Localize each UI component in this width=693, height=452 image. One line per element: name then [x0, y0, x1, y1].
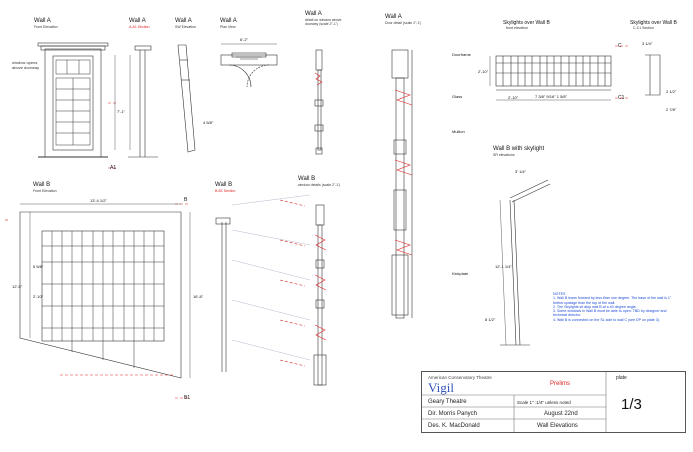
section-mark-b1: B1 [184, 395, 191, 401]
tb-plate-number: 1/3 [621, 396, 642, 413]
dim-wallb-height: 12'-5" [12, 284, 23, 289]
view-sub-wall-a-front: Front Elevation [34, 25, 58, 29]
view-title-wall-b-skylight: Wall B with skylight [493, 146, 545, 152]
tb-sheet-title: Wall Elevations [537, 423, 578, 429]
view-sub-wall-a-window: detail on window above doorway (scale 2"… [305, 18, 342, 26]
dim-sky-right2: 2 1/2" [666, 89, 677, 94]
tb-designer: Des. K. MacDonald [428, 423, 480, 429]
view-sub-wall-a-door: Door detail (scale 2"-1') [385, 21, 422, 25]
notes-title: NOTES [553, 292, 566, 296]
notes-line-2: 2. The Skylights sit atop wall B at a 40… [553, 304, 637, 309]
title-block: American Conservatory Theatre Vigil Prel… [421, 371, 686, 433]
dim-door-height: 7'-1" [117, 109, 125, 114]
dim-skyline: 2'-10" [478, 69, 489, 74]
view-sub-wall-b-b1: B-B1 Section [215, 189, 236, 193]
section-mark-c1: C1 [618, 95, 625, 101]
view-sub-skylights-c: C-C1 Section [633, 26, 654, 30]
tb-director: Dir. Morris Panych [428, 411, 478, 417]
dim-sky-right3: 2 7/8" [666, 107, 677, 112]
view-sub-wall-a-a1: A-A1 Section [129, 25, 150, 29]
callout-doorframe: Doorframe [452, 52, 471, 57]
view-title-wall-a-sw: Wall A [175, 18, 192, 24]
dim-b-sky-height: 12'-1 1/4" [495, 264, 512, 269]
view-title-wall-a-a1: Wall A [129, 18, 146, 24]
view-title-wall-b-window: Wall B [298, 176, 316, 182]
view-title-wall-a-door: Wall A [385, 14, 402, 20]
tb-status: Prelims [550, 381, 571, 387]
dim-wallb-width: 13'-4 1/2" [90, 198, 107, 203]
view-sub-wall-b-skylight: SR elevations [493, 153, 515, 157]
tb-scale: Scale 1" :1/4" unless noted [517, 400, 571, 405]
view-title-wall-a-window: Wall A [305, 11, 322, 17]
notes-block: NOTES 1. Wall B leans forward by less th… [553, 292, 678, 322]
dim-sky-right: 3 1/4" [642, 41, 653, 46]
view-title-wall-b-front: Wall B [33, 182, 51, 188]
view-sub-wall-a-sw: SW Elevation [175, 25, 197, 29]
tb-org: American Conservatory Theatre [428, 375, 492, 380]
notes-line-1: 1. Wall B leans forward by less than one… [553, 296, 672, 305]
view-sub-wall-b-front: Front Elevation [33, 189, 57, 193]
dim-b-sky-top: 3' 1/4" [515, 169, 527, 174]
dim-sw-angle: 4 5/8" [203, 120, 214, 125]
view-sub-wall-b-window: window details (scale 2"-1') [298, 183, 341, 187]
view-title-wall-b-b1: Wall B [215, 182, 233, 188]
dim-angle-b: 8 1/2" [485, 317, 496, 322]
callout-glass: Glass [452, 94, 463, 99]
view-sub-skylights-front: front elevation [506, 26, 528, 30]
notes-line-3: 3. Some windows in Wall B must be able t… [553, 309, 667, 318]
callout-window-opens: window opens above doorway [12, 60, 40, 70]
view-title-skylights-c: Skylights over Wall B [630, 20, 677, 26]
dim-wallb-mid: 2'-10" [33, 294, 44, 299]
section-mark-b: B [184, 197, 188, 203]
tb-date: August 22nd [544, 411, 578, 417]
view-title-wall-a-front: Wall A [34, 18, 51, 24]
section-mark-c: C [618, 43, 622, 49]
callout-mullion: Mullion [452, 129, 465, 134]
dim-wallb-height2: 16'-8" [193, 294, 204, 299]
dim-wallb-mid2: 5 5/8" [33, 264, 44, 269]
callout-kickplate: Kickplate [452, 271, 469, 276]
tb-show: Vigil [428, 380, 454, 395]
tb-venue: Geary Theatre [428, 399, 467, 405]
section-mark-a1: A1 [110, 165, 117, 171]
notes-line-4: 4. Wall B is connected on the SL side to… [553, 317, 660, 322]
view-title-skylights-front: Skylights over Wall B [503, 20, 550, 26]
view-title-wall-a-plan: Wall A [220, 18, 237, 24]
dim-sky-widths: 7 3/8" 9/16" 1 5/8" [535, 94, 568, 99]
dim-plan-width: 6'-2" [240, 37, 248, 42]
view-sub-wall-a-plan: Plan View [220, 25, 236, 29]
dim-sky-depth: 2'-10" [508, 95, 519, 100]
tb-plate-label: plate [616, 375, 627, 381]
